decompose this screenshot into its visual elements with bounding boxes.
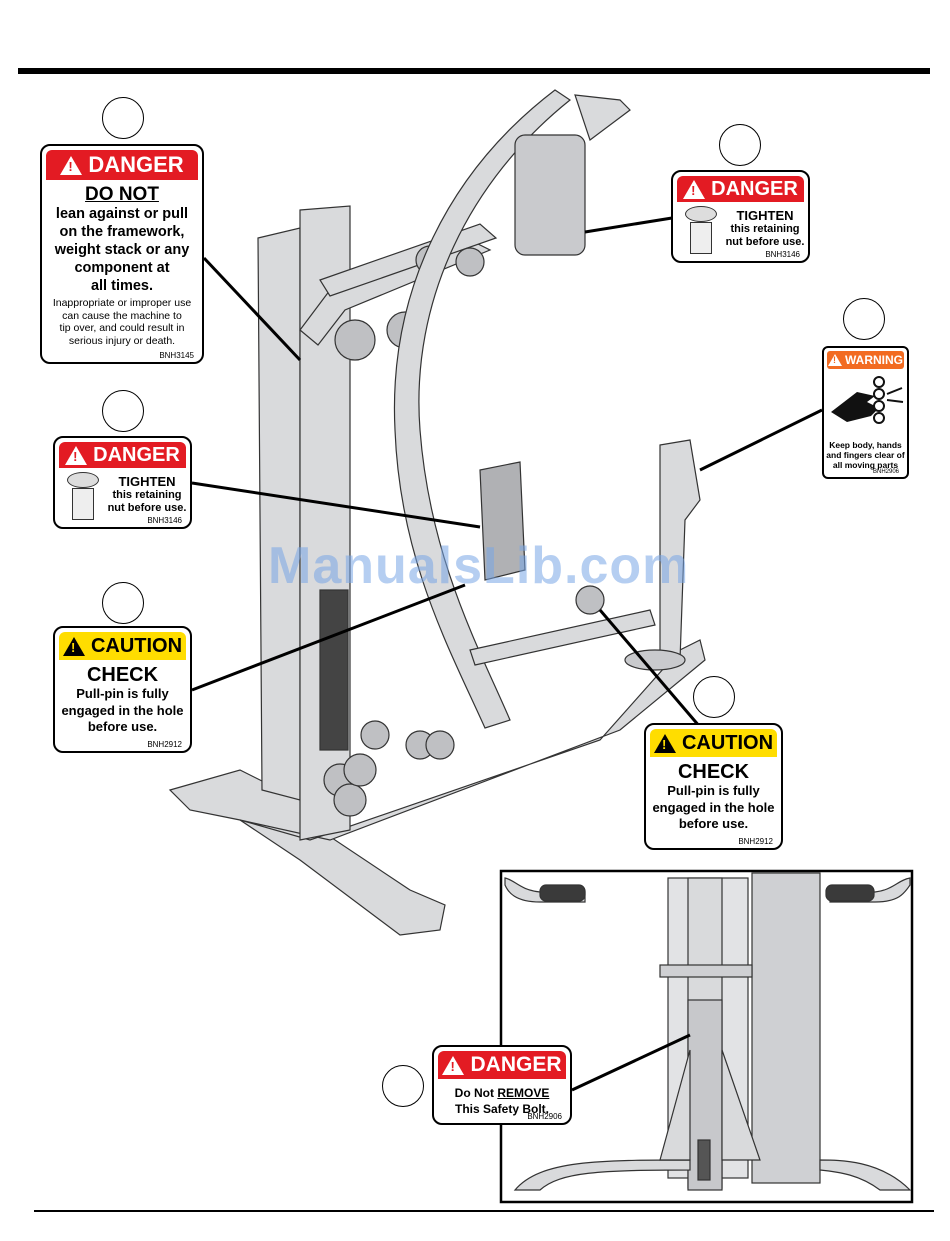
nut-icon — [67, 472, 99, 520]
label-sub-line: serious injury or death. — [68, 334, 176, 347]
label-code: BNH2912 — [738, 837, 773, 846]
label-line: this retaining — [730, 223, 800, 235]
label-line: Pull-pin is fully — [76, 686, 169, 701]
caution-label-left: CAUTION CHECK Pull-pin is fully engaged … — [53, 626, 192, 753]
label-line: engaged in the hole — [61, 702, 184, 718]
warning-triangle-icon — [442, 1055, 465, 1075]
caution-header: CAUTION — [59, 632, 186, 660]
danger-label-safety-bolt: DANGER Do Not REMOVE This Safety Bolt. B… — [432, 1045, 572, 1125]
callout-circle-6 — [693, 676, 735, 718]
hand-crush-icon — [831, 376, 904, 424]
callout-circle-2 — [719, 124, 761, 166]
label-code: BNH3145 — [159, 351, 194, 360]
label-main-line: component at — [74, 260, 170, 276]
danger-label-tighten-left: DANGER TIGHTEN this retaining nut before… — [53, 436, 192, 529]
bottom-rule — [34, 1210, 934, 1212]
danger-header: DANGER — [677, 176, 804, 202]
inset-detail — [499, 869, 914, 1204]
warning-triangle-icon — [828, 354, 842, 366]
label-line: This Safety Bolt. — [454, 1102, 549, 1116]
label-line: engaged in the hole — [652, 799, 775, 815]
label-line-emphasis: REMOVE — [497, 1086, 550, 1100]
label-line: Pull-pin is fully — [667, 783, 760, 798]
top-rule — [18, 68, 930, 74]
label-line-prefix: Do Not — [454, 1086, 498, 1100]
label-code: BNH2912 — [147, 740, 182, 749]
callout-circle-4 — [102, 390, 144, 432]
label-main-line: weight stack or any — [54, 242, 190, 258]
label-code: BNH3146 — [147, 516, 182, 525]
label-main-line: on the framework, — [59, 224, 185, 240]
label-heading: DO NOT — [85, 184, 159, 205]
warning-triangle-icon — [653, 733, 676, 753]
label-sub-line: tip over, and could result in — [59, 322, 185, 334]
danger-label-tighten-top: DANGER TIGHTEN this retaining nut before… — [671, 170, 810, 263]
label-code: BNH2906 — [527, 1112, 562, 1121]
label-sub-line: can cause the machine to — [62, 309, 182, 322]
warning-triangle-icon — [60, 155, 83, 175]
label-line: nut before use. — [107, 502, 187, 514]
label-line: this retaining — [112, 489, 182, 501]
label-main-line: all times. — [90, 278, 154, 294]
label-title: TIGHTEN — [736, 208, 794, 223]
callout-circle-5 — [102, 582, 144, 624]
label-title: CHECK — [86, 664, 159, 686]
callout-circle-3 — [843, 298, 885, 340]
callout-circle-7 — [382, 1065, 424, 1107]
label-line: before use. — [678, 816, 749, 831]
label-title: TIGHTEN — [118, 474, 176, 489]
label-code: BNH3146 — [765, 250, 800, 259]
label-line: all moving parts — [832, 460, 899, 470]
label-code: BNH2906 — [872, 469, 899, 475]
caution-label-right: CAUTION CHECK Pull-pin is fully engaged … — [644, 723, 783, 850]
danger-header: DANGER — [59, 442, 186, 468]
warning-triangle-icon — [62, 636, 85, 656]
nut-icon — [685, 206, 717, 254]
label-line: and fingers clear of — [826, 450, 905, 460]
label-line: nut before use. — [725, 236, 805, 248]
caution-header: CAUTION — [650, 729, 777, 757]
watermark: ManualsLib.com — [268, 537, 690, 595]
danger-header: DANGER — [438, 1051, 566, 1079]
label-title: CHECK — [677, 761, 750, 783]
warning-triangle-icon — [683, 179, 706, 199]
label-sub-line: Inappropriate or improper use — [52, 297, 192, 309]
label-line: before use. — [87, 719, 158, 734]
callout-circle-1 — [102, 97, 144, 139]
label-main-line: lean against or pull — [55, 206, 189, 222]
danger-header: DANGER — [46, 150, 198, 180]
label-line: Keep body, hands — [829, 440, 902, 450]
warning-header: WARNING — [827, 351, 904, 369]
danger-label-framework: DANGER DO NOT lean against or pull on th… — [40, 144, 204, 364]
warning-triangle-icon — [65, 445, 88, 465]
warning-label-moving-parts: WARNING Keep body, hands and fingers cle… — [822, 346, 909, 479]
